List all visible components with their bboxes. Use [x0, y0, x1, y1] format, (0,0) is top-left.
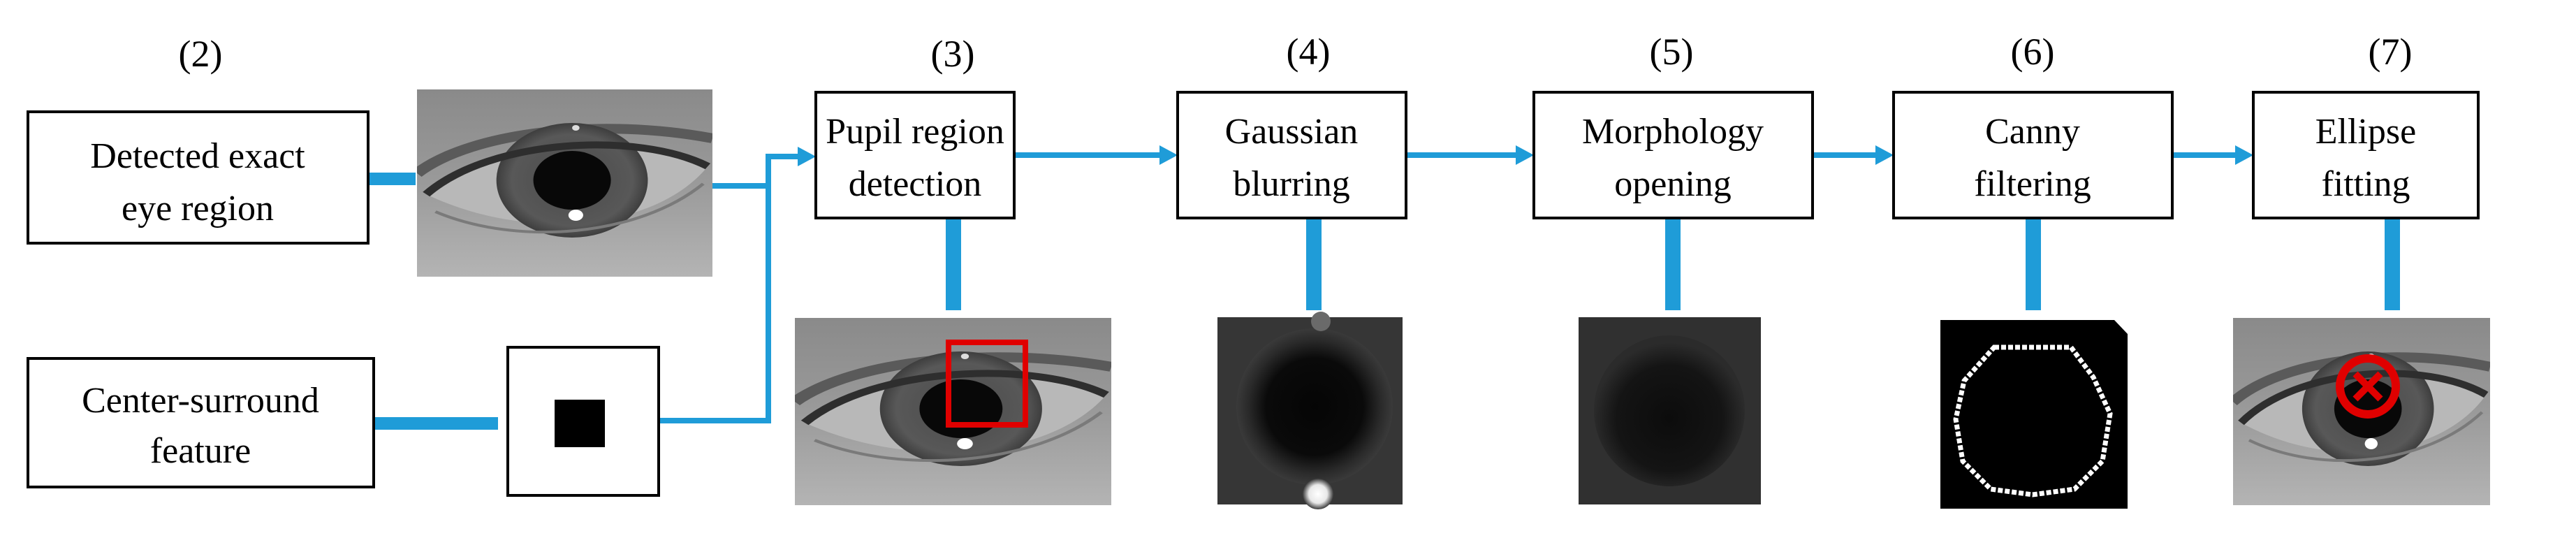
pupil-region-image	[795, 318, 1111, 505]
process-box-canny-filtering: Canny filtering	[1892, 91, 2174, 219]
ellipse-fitting-image	[2233, 318, 2490, 505]
arrowhead-6-to-7	[2235, 145, 2253, 165]
process-box-3-line2: detection	[849, 164, 982, 204]
connector-feature-merge	[659, 157, 771, 423]
arrowhead-4-to-5	[1516, 145, 1534, 165]
input-box-center-surround: Center-surround feature	[27, 357, 375, 488]
arrowhead-3-to-4	[1159, 145, 1178, 165]
step-number-2: (2)	[179, 33, 223, 75]
step-number-7: (7)	[2369, 31, 2413, 73]
connector-input2-feature	[374, 417, 498, 430]
input-box-eye-region-line2: eye region	[122, 189, 274, 228]
fitted-ellipse	[2336, 354, 2400, 419]
center-surround-feature-image	[506, 346, 660, 497]
stub-6	[2026, 218, 2041, 310]
canny-edge-image	[1940, 320, 2128, 509]
process-box-morphology-opening: Morphology opening	[1532, 91, 1814, 219]
process-box-5-line1: Morphology	[1582, 112, 1764, 152]
morphology-opening-image	[1579, 317, 1761, 504]
connector-image-merge	[712, 154, 803, 189]
stub-3	[946, 218, 961, 310]
eye-region-image	[417, 89, 712, 277]
arrowhead-to-pupil-detection	[798, 147, 816, 166]
process-box-5-line2: opening	[1614, 164, 1732, 204]
process-box-3-line1: Pupil region	[826, 112, 1004, 152]
stub-5	[1665, 218, 1681, 310]
process-box-7-line1: Ellipse	[2315, 112, 2416, 152]
connector-lines	[368, 145, 2400, 430]
input-box-center-surround-line2: feature	[150, 431, 251, 471]
process-box-6-line1: Canny	[1985, 112, 2080, 152]
process-box-ellipse-fitting: Ellipse fitting	[2252, 91, 2480, 219]
connector-input1-image	[368, 173, 416, 185]
step-number-5: (5)	[1650, 31, 1694, 73]
stub-7	[2385, 218, 2400, 310]
process-box-4-line1: Gaussian	[1225, 112, 1359, 152]
arrowhead-5-to-6	[1875, 145, 1894, 165]
input-box-eye-region: Detected exact eye region	[27, 110, 369, 245]
process-box-7-line2: fitting	[2321, 164, 2410, 204]
process-box-4-line2: blurring	[1233, 164, 1350, 204]
step-number-3: (3)	[931, 33, 975, 75]
input-box-eye-region-line1: Detected exact	[90, 136, 305, 176]
process-box-pupil-region-detection: Pupil region detection	[814, 91, 1016, 219]
gaussian-blur-image	[1217, 312, 1403, 509]
stub-4	[1306, 218, 1322, 310]
step-number-6: (6)	[2011, 31, 2055, 73]
process-box-gaussian-blurring: Gaussian blurring	[1176, 91, 1407, 219]
step-number-4: (4)	[1287, 31, 1331, 73]
pupil-bounding-box	[946, 340, 1028, 428]
input-box-center-surround-line1: Center-surround	[82, 381, 319, 421]
process-box-6-line2: filtering	[1974, 164, 2091, 204]
